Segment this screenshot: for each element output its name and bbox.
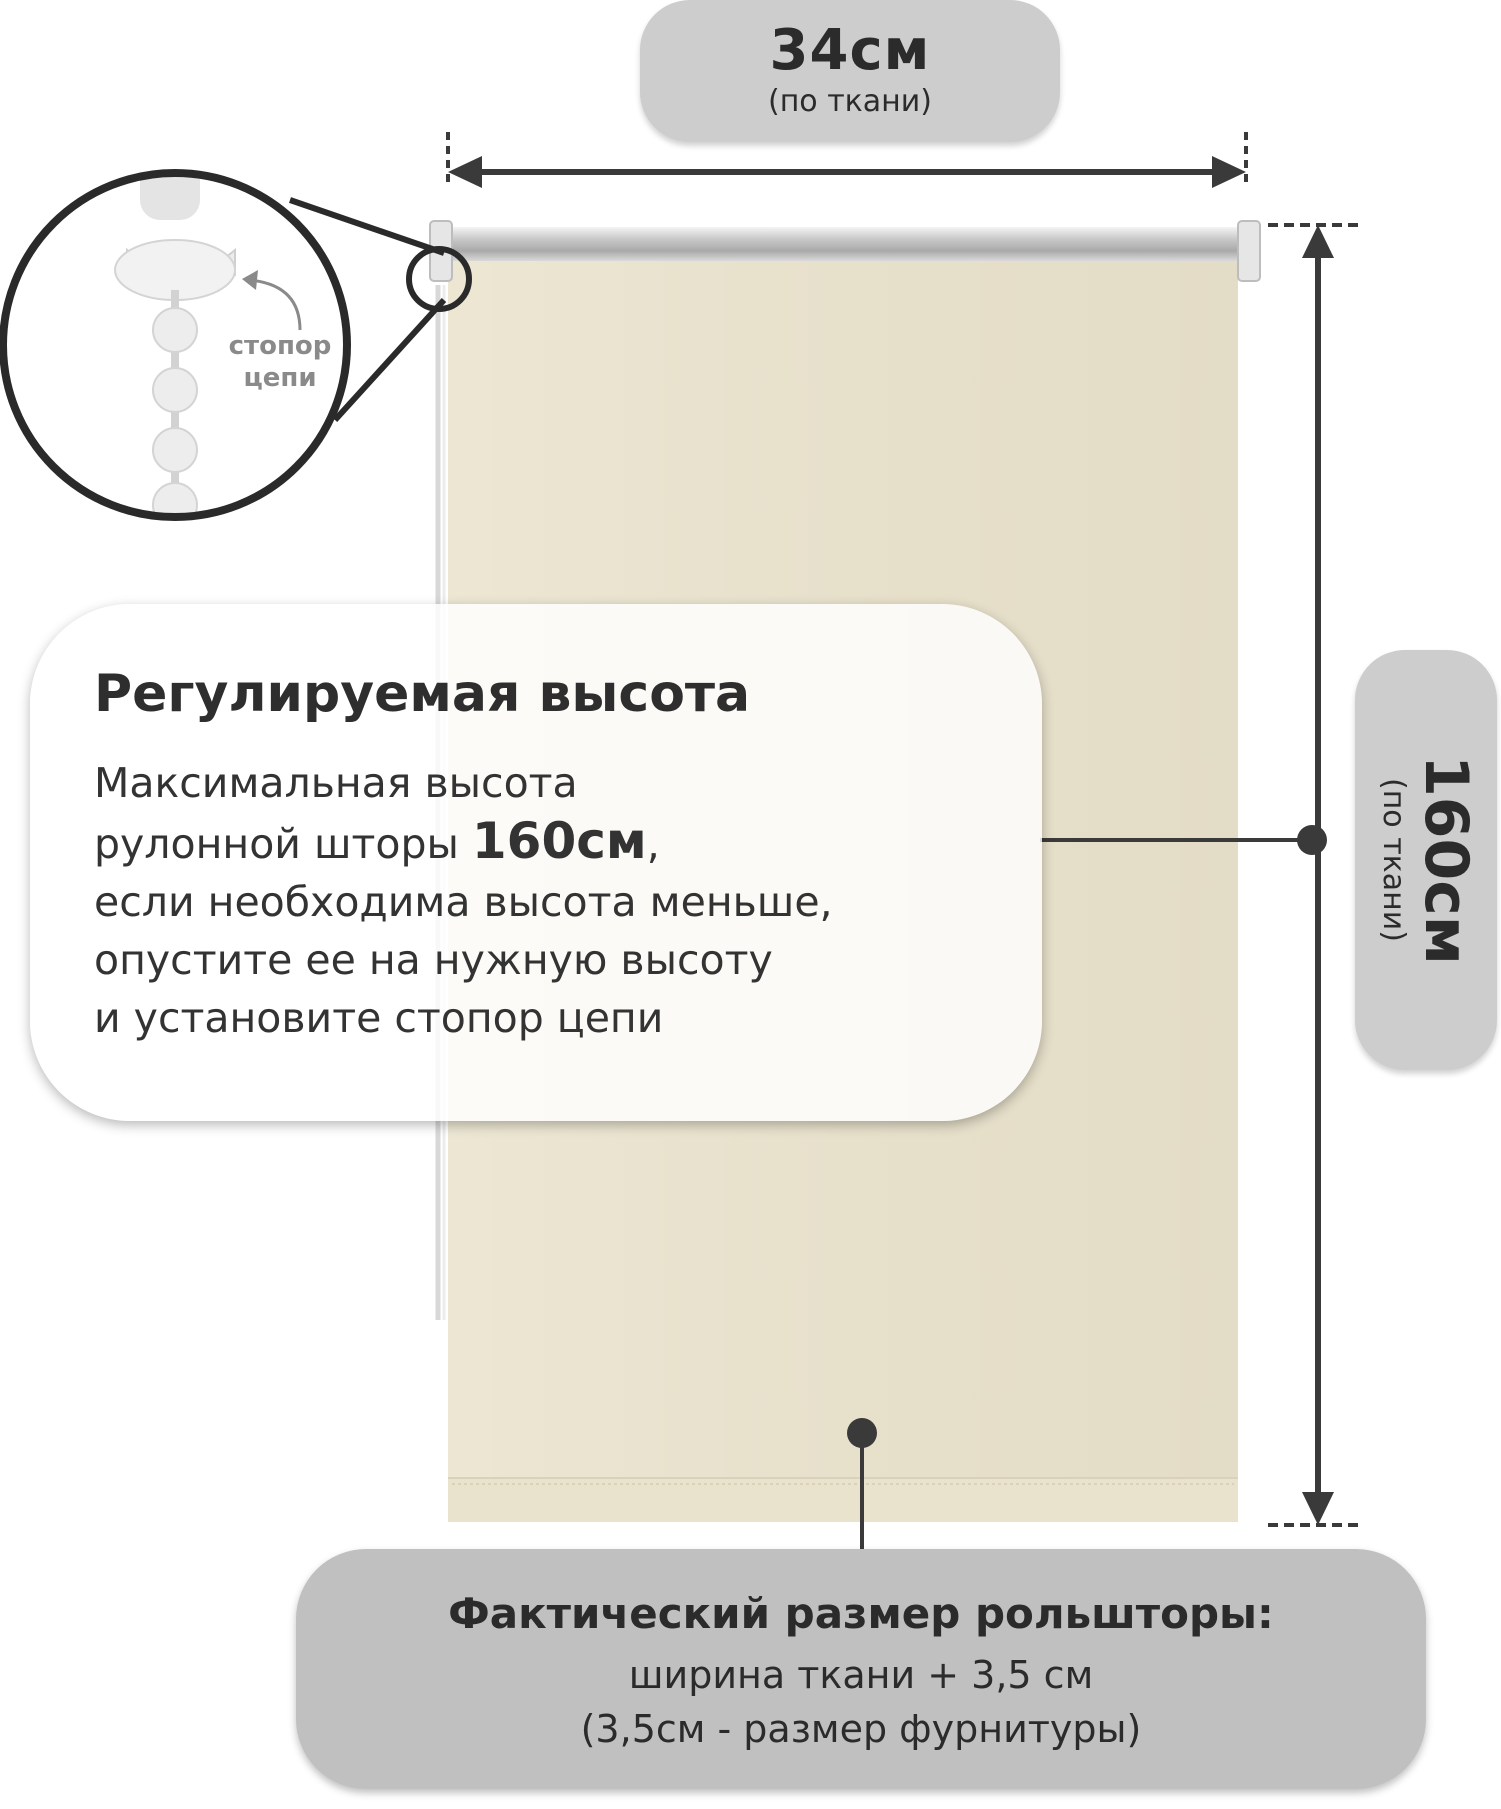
- info-body: Максимальная высота рулонной шторы 160см…: [94, 754, 1024, 1047]
- info-line-5: и установите стопор цепи: [94, 994, 664, 1042]
- actual-size-card: Фактический размер рольшторы: ширина тка…: [296, 1549, 1426, 1789]
- height-value: 160см: [1411, 755, 1481, 965]
- chain-stopper-label: стопор цепи: [205, 330, 355, 394]
- blind-bottom-hem: [448, 1478, 1238, 1522]
- adjustable-height-card: Регулируемая высота Максимальная высота …: [30, 604, 1042, 1121]
- stopper-label-line2: цепи: [243, 363, 317, 393]
- stopper-label-line1: стопор: [228, 331, 332, 361]
- info-line-3: если необходима высота меньше,: [94, 878, 833, 926]
- info-title: Регулируемая высота: [94, 664, 751, 724]
- info-line-4: опустите ее на нужную высоту: [94, 936, 773, 984]
- info-max-height: 160см: [471, 812, 647, 870]
- width-value: 34см: [769, 18, 931, 83]
- height-note: (по ткани): [1376, 777, 1411, 942]
- chain-stopper-illustration: [114, 173, 302, 517]
- info-line-2-start: рулонной шторы: [94, 820, 472, 868]
- right-bracket: [1237, 220, 1261, 282]
- actual-size-line1: ширина ткани + 3,5 см: [628, 1653, 1094, 1697]
- height-dimension-pill: 160см (по ткани): [1355, 650, 1497, 1070]
- width-dimension-pill: 34см (по ткани): [640, 0, 1060, 142]
- info-line-2-end: ,: [646, 820, 660, 868]
- width-note: (по ткани): [767, 84, 932, 119]
- actual-size-line2: (3,5см - размер фурнитуры): [580, 1707, 1142, 1751]
- info-line-2: рулонной шторы 160см,: [94, 812, 1024, 873]
- info-line-1: Максимальная высота: [94, 759, 578, 807]
- magnifier-target-ring: [406, 246, 472, 312]
- roller-tube: [446, 227, 1244, 261]
- actual-size-title: Фактический размер рольшторы:: [448, 1589, 1274, 1638]
